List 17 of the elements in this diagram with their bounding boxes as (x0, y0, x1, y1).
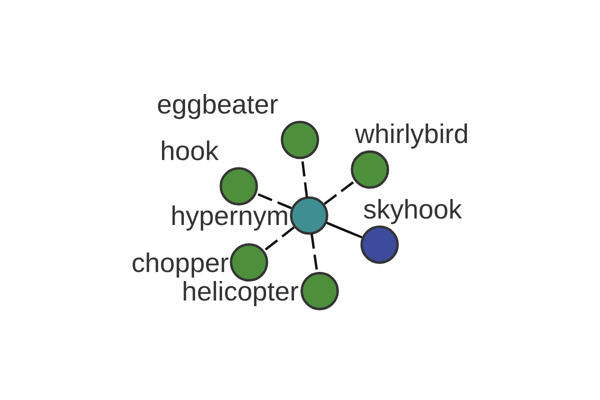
node-label: chopper (130, 247, 228, 278)
node-label: eggbeater (156, 89, 278, 120)
connector (326, 221, 362, 238)
connector (255, 192, 292, 209)
node-label: whirlybird (354, 118, 468, 149)
connector (323, 180, 356, 204)
node-label: skyhook (362, 194, 462, 224)
node-circle (219, 166, 258, 205)
node-label: hypernym (170, 200, 288, 231)
node-circle (360, 224, 398, 264)
node-circle (289, 196, 328, 234)
node-circle (300, 271, 338, 310)
node-circle (350, 150, 389, 188)
connector (262, 226, 294, 252)
node-label: hook (160, 135, 218, 166)
node-circle (229, 242, 268, 282)
node-circle (280, 120, 319, 159)
